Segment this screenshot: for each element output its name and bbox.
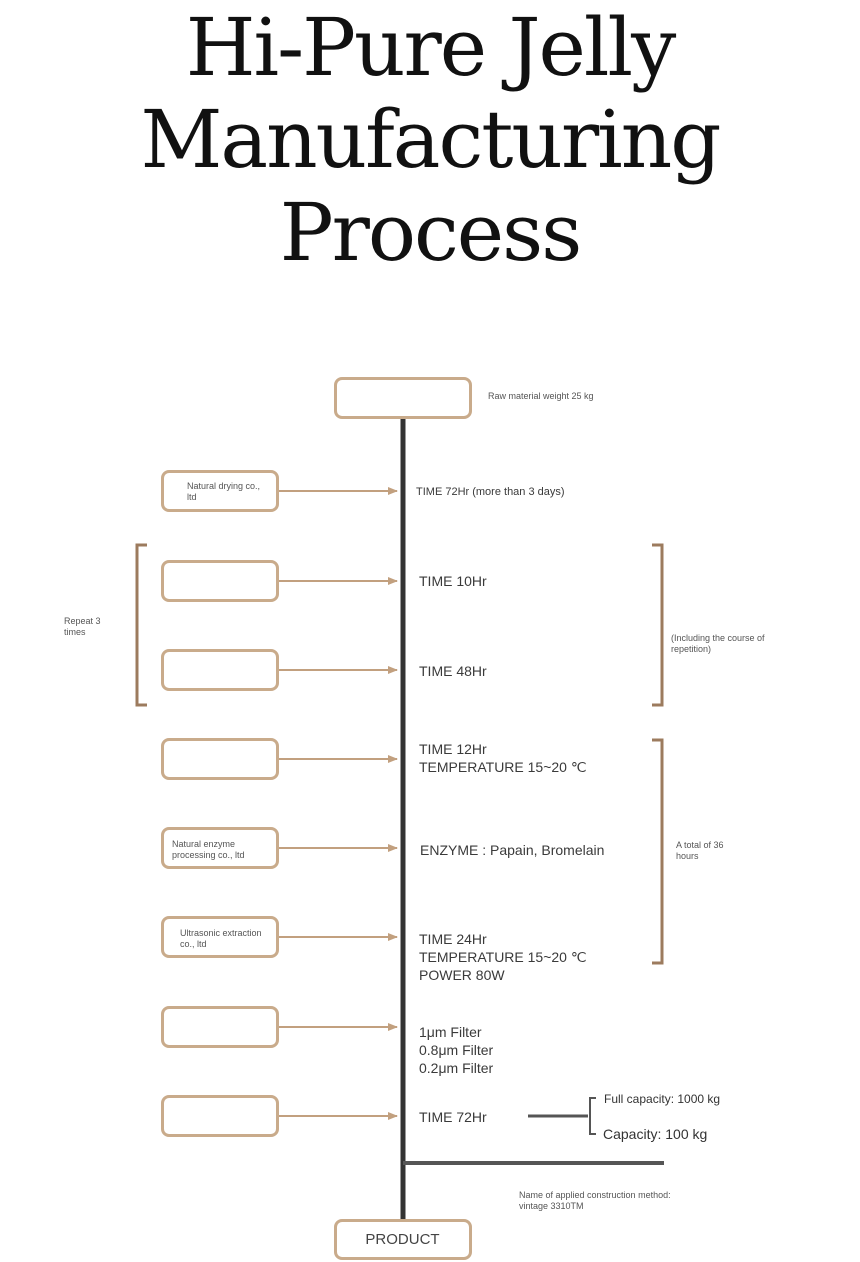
step-box-natural-drying xyxy=(161,470,279,512)
total-time-bracket xyxy=(652,738,664,965)
raw-material-box xyxy=(334,377,472,419)
title-line-3: Process xyxy=(279,186,583,279)
capacity-label: Capacity: 100 kg xyxy=(603,1126,708,1142)
product-box xyxy=(334,1219,472,1260)
step-box-filter xyxy=(161,1006,279,1048)
step-info-enzyme: ENZYME : Papain, Bromelain xyxy=(420,842,605,858)
product-label: PRODUCT xyxy=(365,1231,440,1248)
step-box-label: Natural drying co., ltd xyxy=(187,481,261,502)
step-info-temperature: TIME 12Hr TEMPERATURE 15~20 ℃ xyxy=(419,741,587,775)
repeat-note: Repeat 3 times xyxy=(64,616,101,637)
step-box-repeat-2 xyxy=(161,649,279,691)
repeat-bracket xyxy=(135,543,147,707)
step-info-final: TIME 72Hr xyxy=(419,1109,487,1125)
step-info-repeat-2: TIME 48Hr xyxy=(419,663,487,679)
repetition-note: (Including the course of repetition) xyxy=(671,633,765,654)
method-note: Name of applied construction method: vin… xyxy=(519,1190,671,1211)
step-box-repeat-1 xyxy=(161,560,279,602)
step-info-ultrasonic: TIME 24Hr TEMPERATURE 15~20 ℃ POWER 80W xyxy=(419,931,587,983)
step-box-label: Ultrasonic extraction co., ltd xyxy=(180,928,262,949)
step-info-repeat-1: TIME 10Hr xyxy=(419,573,487,589)
step-info-drying: TIME 72Hr (more than 3 days) xyxy=(416,486,565,498)
full-capacity-label: Full capacity: 1000 kg xyxy=(604,1092,721,1106)
step-box-final xyxy=(161,1095,279,1137)
repetition-bracket xyxy=(652,543,664,707)
title-line-1: Hi-Pure Jelly xyxy=(185,1,677,94)
title-line-2: Manufacturing xyxy=(140,93,722,186)
step-box-temperature xyxy=(161,738,279,780)
step-info-filter: 1μm Filter 0.8μm Filter 0.2μm Filter xyxy=(419,1024,494,1076)
step-box-enzyme xyxy=(161,827,279,869)
total-time-note: A total of 36 hours xyxy=(676,840,724,861)
step-box-label: Natural enzyme processing co., ltd xyxy=(172,839,245,860)
capacity-bracket xyxy=(589,1097,596,1135)
raw-material-note: Raw material weight 25 kg xyxy=(488,391,594,401)
step-box-ultrasonic xyxy=(161,916,279,958)
